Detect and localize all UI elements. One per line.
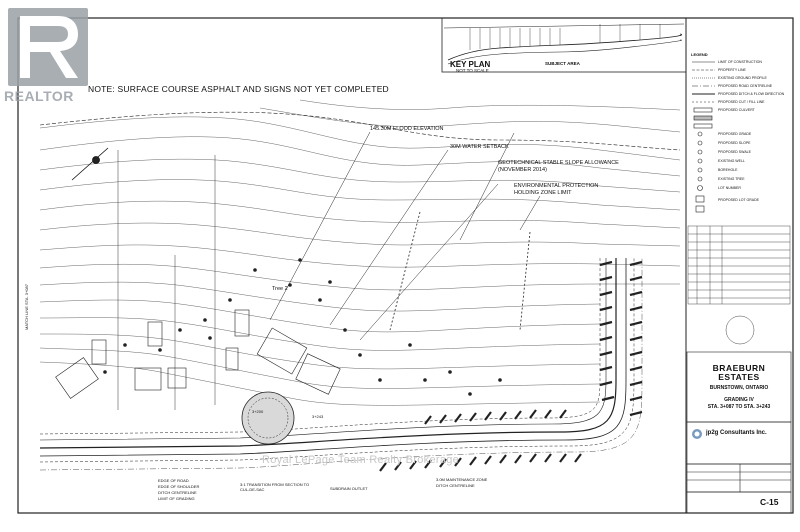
tree-label: Tree 2 xyxy=(272,286,288,292)
transition-label: 3:1 TRANSITION FROM SECTION TO CUL-DE-SA… xyxy=(240,482,310,492)
key-plan-title: KEY PLAN xyxy=(450,60,491,69)
legend-item: EXISTING TREE xyxy=(718,177,745,181)
limit-grading-label: LIMIT OF GRADING xyxy=(158,496,195,501)
legend-item: PROPOSED SLOPE xyxy=(718,141,751,145)
legend-item: PROPOSED DITCH & FLOW DIRECTION xyxy=(718,92,785,96)
legend-item: PROPERTY LINE xyxy=(718,68,746,72)
sheet-number: C-15 xyxy=(760,497,779,507)
realtor-logo-icon xyxy=(8,8,88,86)
realtor-brand: REALTOR xyxy=(4,88,74,104)
station-label: 3+200 xyxy=(252,409,264,414)
legend-item: LIMIT OF CONSTRUCTION xyxy=(718,60,762,64)
key-plan-scale: NOT TO SCALE xyxy=(456,68,489,73)
edge-shoulder-label: EDGE OF SHOULDER xyxy=(158,484,200,489)
subdrain-outlet-label: SUBDRAIN OUTLET xyxy=(330,486,368,491)
legend-item: PROPOSED SWALE xyxy=(718,150,751,154)
ditch-centreline-label: DITCH CENTRELINE xyxy=(158,490,197,495)
flood-elevation-label: 145.30m FLOOD ELEVATION xyxy=(370,126,444,132)
legend-item: PROPOSED GRADE xyxy=(718,132,752,136)
brokerage-watermark: Royal LePage Team Realty Brokerage xyxy=(262,454,460,466)
environmental-label: ENVIRONMENTAL PROTECTION xyxy=(514,183,599,189)
legend-item: BOREHOLE xyxy=(718,168,738,172)
station-label-2: 3+243 xyxy=(312,414,324,419)
station-range: STA. 3+087 TO STA. 3+243 xyxy=(707,404,771,410)
project-title: BRAEBURN xyxy=(712,363,766,373)
legend-item: LOT NUMBER xyxy=(718,186,741,190)
environmental-limit-label: HOLDING ZONE LIMIT xyxy=(514,190,572,196)
drawing-title: GRADING IV xyxy=(724,397,754,403)
water-setback-label: 30m WATER SETBACK xyxy=(450,144,509,150)
geotechnical-date-label: (NOVEMBER 2014) xyxy=(498,167,547,173)
edge-road-label: EDGE OF ROAD xyxy=(158,478,189,483)
match-line-label: MATCH LINE STA. 3+087 xyxy=(24,284,29,330)
legend-item: EXISTING GROUND PROFILE xyxy=(718,76,767,80)
project-title-2: ESTATES xyxy=(718,372,760,382)
project-location: BURNSTOWN, ONTARIO xyxy=(709,385,769,391)
ditch-centreline-label-2: DITCH CENTRELINE xyxy=(436,483,475,488)
title-block: BRAEBURN ESTATES BURNSTOWN, ONTARIO GRAD… xyxy=(687,352,791,422)
legend-item: PROPOSED LOT GRADE xyxy=(718,198,759,202)
legend-title: LEGEND xyxy=(691,52,708,57)
consultant-name: jp2g Consultants Inc. xyxy=(706,430,767,436)
maintenance-zone-label: 3.0m MAINTENANCE ZONE xyxy=(436,477,488,482)
legend-item: EXISTING WELL xyxy=(718,159,745,163)
legend-item: PROPOSED CULVERT xyxy=(718,108,755,112)
subject-area-label: SUBJECT AREA xyxy=(545,61,580,66)
drawing-note: NOTE: SURFACE COURSE ASPHALT AND SIGNS N… xyxy=(88,84,389,94)
legend-item: PROPOSED ROAD CENTRELINE xyxy=(718,84,773,88)
legend-item: PROPOSED CUT / FILL LINE xyxy=(718,100,765,104)
geotechnical-label: GEOTECHNICAL STABLE SLOPE ALLOWANCE xyxy=(498,160,619,166)
